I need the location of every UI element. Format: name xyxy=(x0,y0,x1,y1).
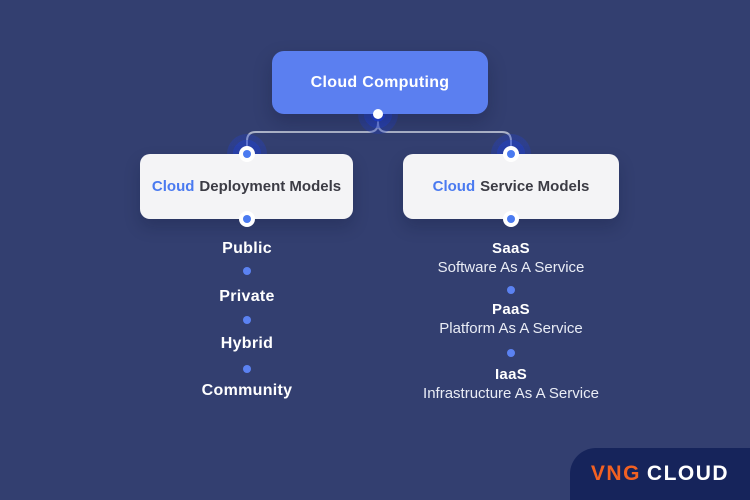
service-item-paas-abbr: PaaS xyxy=(492,301,530,318)
deployment-item-private: Private xyxy=(219,288,275,305)
service-title-rest: Service Models xyxy=(480,178,590,195)
service-item-iaas-full: Infrastructure As A Service xyxy=(423,385,599,402)
logo-brand-text: VNG xyxy=(590,462,641,485)
service-card-top-port xyxy=(503,146,519,162)
list-separator-dot xyxy=(243,365,251,373)
deployment-item-community: Community xyxy=(201,382,293,399)
list-separator-dot xyxy=(243,267,251,275)
deployment-item-hybrid: Hybrid xyxy=(220,335,274,352)
list-separator-dot xyxy=(507,286,515,294)
service-item-saas-full: Software As A Service xyxy=(437,259,585,276)
port-core-dot xyxy=(243,150,251,158)
port-core-dot xyxy=(507,150,515,158)
service-item-iaas-abbr: IaaS xyxy=(494,366,528,383)
port-core-dot xyxy=(243,215,251,223)
deployment-title-accent: Cloud xyxy=(151,178,195,195)
vng-cloud-logo: VNG CLOUD xyxy=(570,448,750,500)
root-node: Cloud Computing xyxy=(272,51,488,114)
list-separator-dot xyxy=(507,349,515,357)
port-core-dot xyxy=(507,215,515,223)
service-card-bottom-port xyxy=(503,211,519,227)
list-separator-dot xyxy=(243,316,251,324)
deployment-item-public: Public xyxy=(222,240,272,257)
root-node-label: Cloud Computing xyxy=(310,73,450,91)
service-title-accent: Cloud xyxy=(432,178,476,195)
deployment-card-bottom-port xyxy=(239,211,255,227)
deployment-title-rest: Deployment Models xyxy=(199,178,342,195)
service-item-paas-full: Platform As A Service xyxy=(439,320,583,337)
service-item-saas-abbr: SaaS xyxy=(492,240,530,257)
logo-product-text: CLOUD xyxy=(646,462,730,485)
deployment-card-top-port xyxy=(239,146,255,162)
root-node-port-dot xyxy=(373,109,383,119)
